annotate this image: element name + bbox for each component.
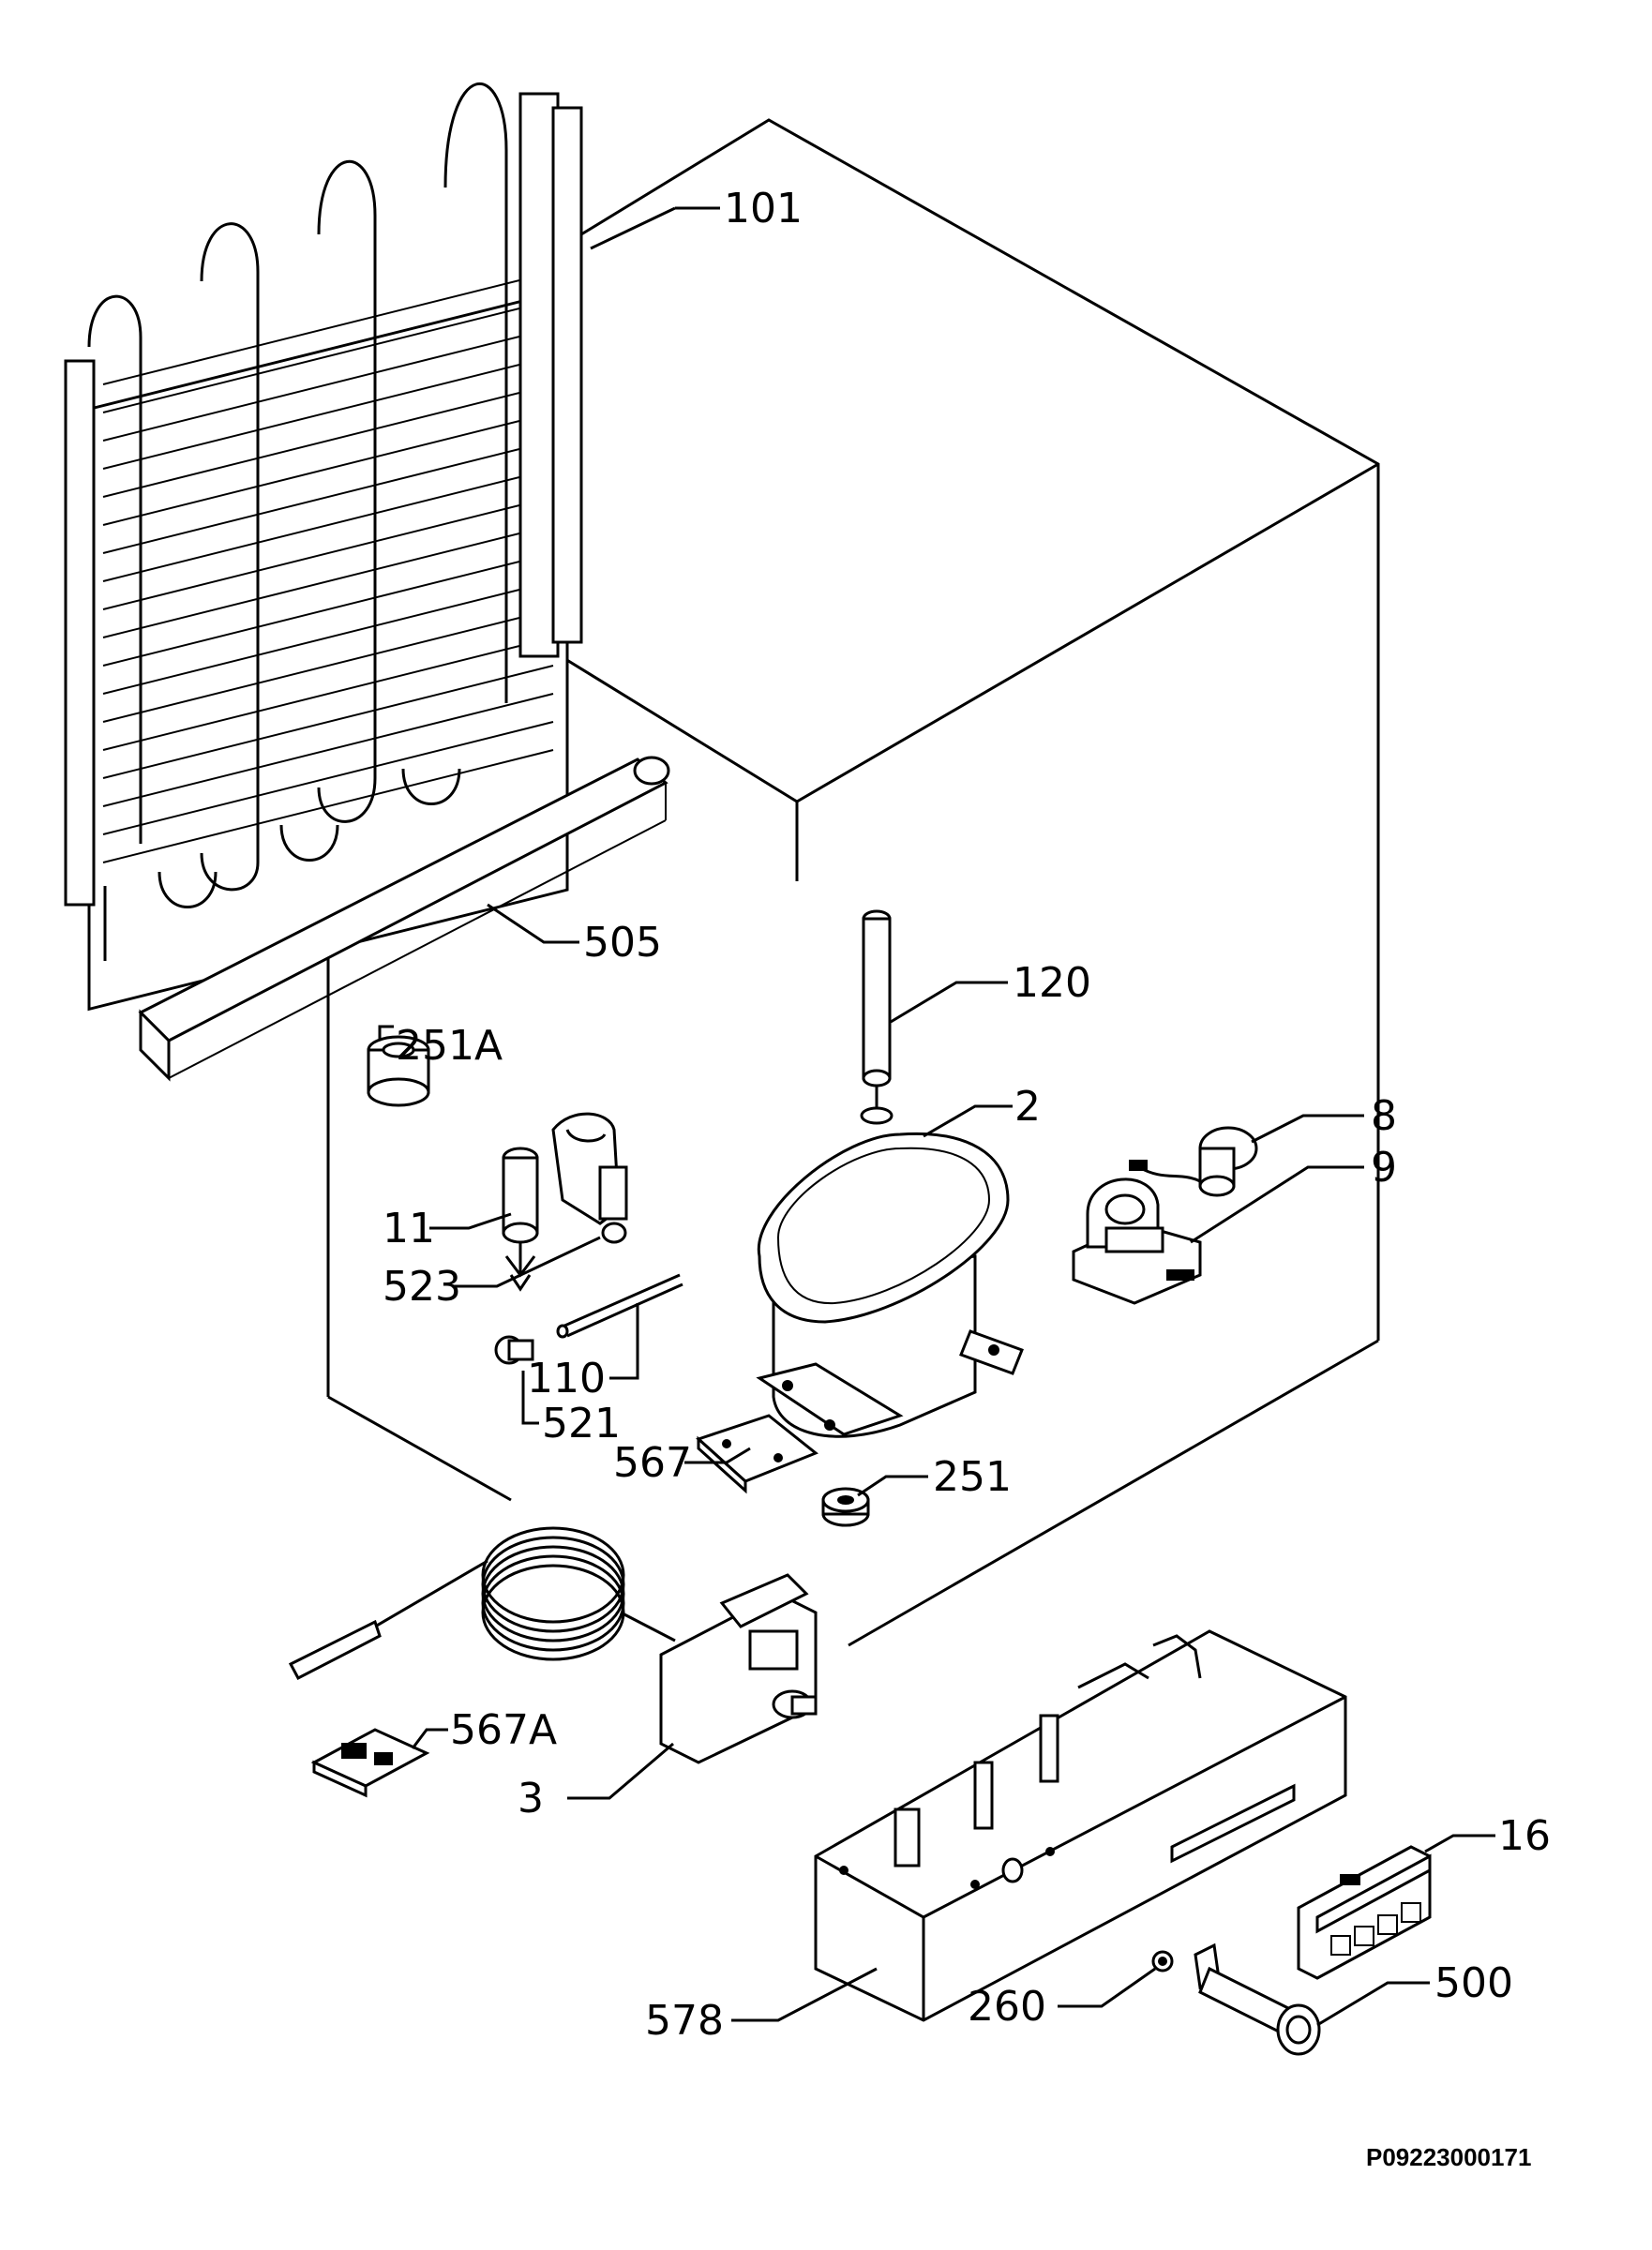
callout-578: 578 [645, 1997, 724, 2045]
callout-9: 9 [1371, 1144, 1397, 1192]
callout-260: 260 [968, 1983, 1046, 2031]
compressor-2 [756, 1132, 1024, 1438]
callout-567A: 567A [450, 1706, 557, 1754]
control-panel-16 [1297, 1845, 1432, 1980]
bar-505 [138, 756, 670, 1082]
leader-120 [890, 981, 1008, 1024]
callout-2: 2 [1014, 1083, 1041, 1131]
clip-567A [310, 1728, 430, 1798]
bracket-567 [696, 1414, 818, 1494]
pipe-120 [860, 909, 894, 1125]
callout-16: 16 [1498, 1812, 1551, 1860]
relay-9 [1072, 1178, 1202, 1305]
callout-251: 251 [933, 1453, 1012, 1501]
callout-3: 3 [518, 1775, 544, 1822]
callout-500: 500 [1434, 1959, 1513, 2007]
nut-260 [1151, 1950, 1174, 1972]
callout-505: 505 [583, 919, 662, 967]
leader-11 [429, 1212, 512, 1230]
callout-521: 521 [542, 1400, 621, 1448]
leader-567A [411, 1728, 448, 1749]
callout-120: 120 [1013, 959, 1091, 1007]
leader-9 [1190, 1165, 1364, 1244]
leader-578 [731, 1967, 878, 2022]
base-tray-578 [814, 1629, 1347, 2022]
knob-500 [1194, 1942, 1321, 2056]
callout-251A: 251A [396, 1022, 503, 1070]
leader-2 [923, 1104, 1013, 1138]
plug-521 [494, 1335, 534, 1365]
leader-251 [857, 1475, 928, 1497]
leader-500 [1316, 1981, 1430, 2027]
ring-251A [367, 1035, 430, 1107]
capacitor-11 [502, 1147, 539, 1292]
callout-567: 567 [613, 1439, 692, 1487]
grommet-251 [821, 1487, 870, 1527]
leader-567 [684, 1447, 751, 1464]
leader-251A [378, 1025, 394, 1039]
leader-16 [1424, 1834, 1495, 1853]
callout-11: 11 [383, 1205, 435, 1252]
leader-8 [1251, 1114, 1364, 1144]
callout-523: 523 [383, 1263, 461, 1311]
protector-8 [1129, 1126, 1258, 1197]
leader-110 [609, 1303, 639, 1380]
condenser-101 [64, 82, 583, 1012]
leader-101 [590, 206, 676, 250]
callout-110: 110 [527, 1355, 606, 1402]
callout-8: 8 [1371, 1092, 1397, 1140]
document-code: P09223000171 [1366, 2143, 1531, 2171]
leader-521 [521, 1371, 539, 1425]
rod-110 [556, 1273, 683, 1339]
leader-505 [487, 903, 579, 944]
leader-3 [567, 1742, 674, 1800]
leader-523 [452, 1236, 601, 1288]
callout-101: 101 [724, 185, 803, 232]
clip-523 [551, 1112, 628, 1244]
leader-260 [1058, 1967, 1156, 2008]
thermostat-3 [288, 1526, 818, 1764]
